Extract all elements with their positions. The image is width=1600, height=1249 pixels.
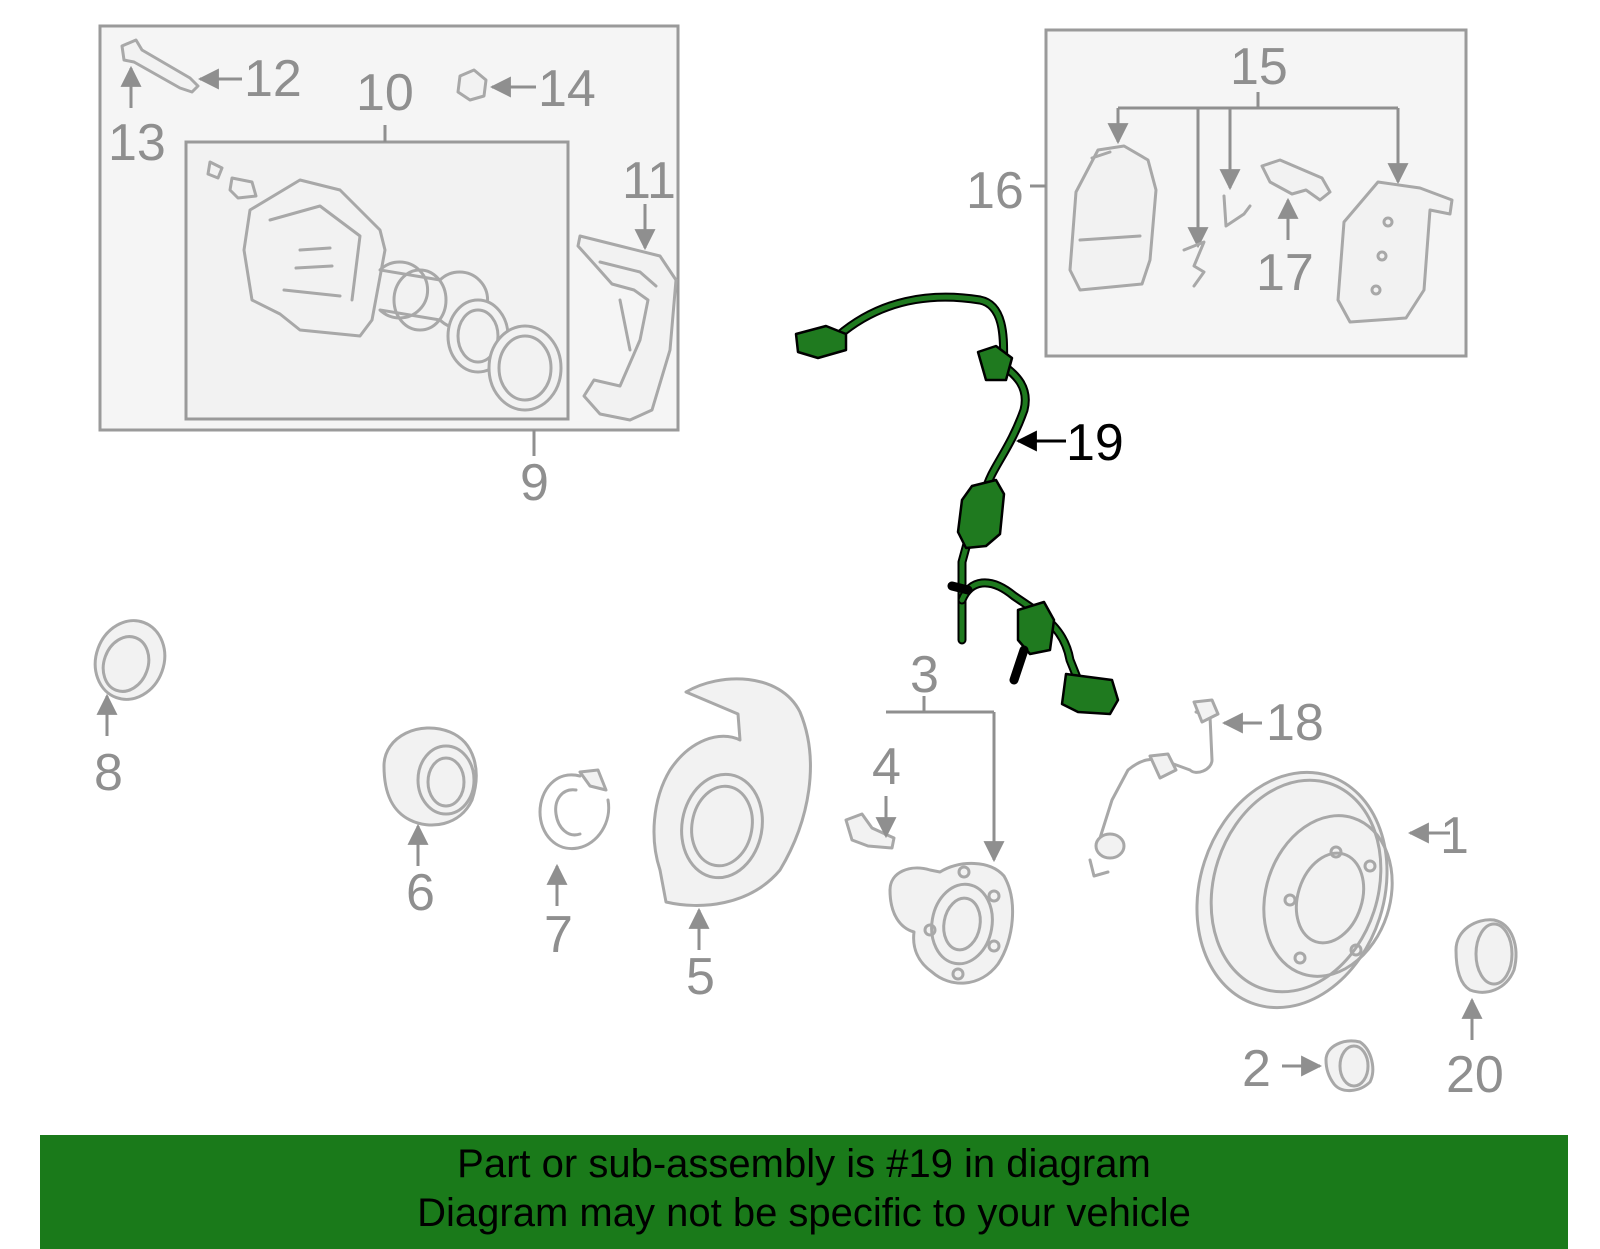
callout-8: 8 [94,744,123,802]
banner-line-2: Diagram may not be specific to your vehi… [417,1191,1191,1235]
brake-rotor-part [1195,770,1450,1010]
callout-18: 18 [1266,694,1324,752]
callout-9: 9 [520,454,549,512]
hub-cap-part [1454,918,1518,1040]
callout-6: 6 [406,864,435,922]
dust-shield-part [652,677,812,950]
callout-15: 15 [1230,38,1288,96]
callout-10: 10 [356,64,414,122]
callout-11: 11 [622,152,676,210]
pad-clip-part [1182,158,1332,288]
brake-pad-part [1068,144,1454,324]
callout-16: 16 [966,162,1024,220]
callout-2: 2 [1242,1040,1271,1098]
wheel-bearing-part [382,726,478,866]
callout-20: 20 [1446,1046,1504,1104]
hub-part [886,696,1015,985]
guide-pin-part [120,38,242,108]
snap-ring-part [538,768,611,906]
notice-banner: Part or sub-assembly is #19 in diagram D… [40,1135,1568,1249]
callout-1: 1 [1440,807,1469,865]
callout-labels: 1 2 3 4 5 6 7 8 9 10 11 12 13 14 15 16 1… [94,38,1504,1104]
callout-14: 14 [538,60,596,118]
callout-5: 5 [686,948,715,1006]
abs-sensor-harness-highlighted [794,292,1120,716]
brake-hose-part [1088,698,1262,878]
callout-19: 19 [1066,414,1124,472]
callout-4: 4 [872,738,901,796]
callout-7: 7 [544,906,573,964]
banner-line-1: Part or sub-assembly is #19 in diagram [457,1142,1151,1186]
caliper-bracket-part [576,204,678,422]
hub-bolt-part [844,796,897,850]
callout-3: 3 [910,646,939,704]
callout-12: 12 [244,50,302,108]
caliper-part [206,160,563,412]
callout-13: 13 [108,114,166,172]
oil-seal-part [93,619,167,736]
callout-17: 17 [1256,244,1314,302]
boot-part [456,68,536,102]
lug-nut-part [1282,1039,1375,1092]
